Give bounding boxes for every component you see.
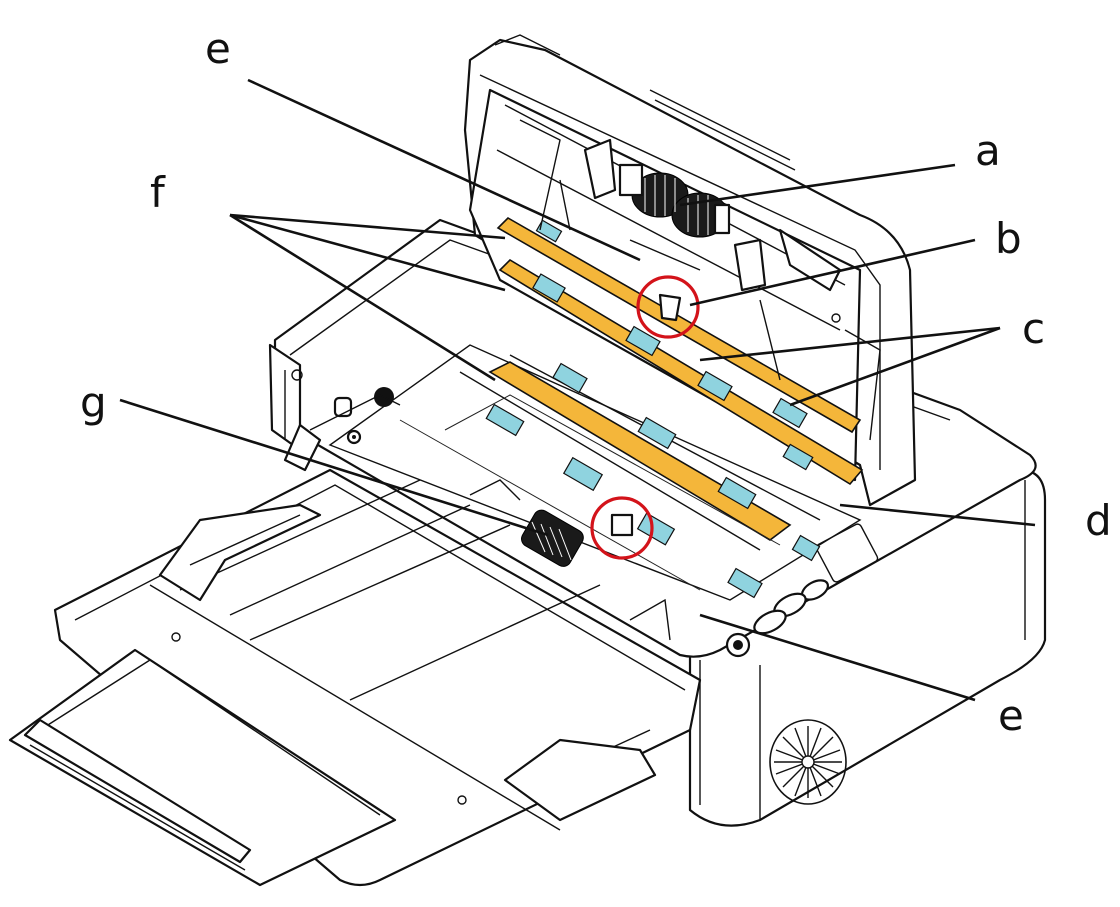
speaker-grille xyxy=(769,719,847,805)
callout-label-b: b xyxy=(995,214,1022,263)
callout-label-d: d xyxy=(1085,496,1112,545)
leader-f-3 xyxy=(229,213,496,382)
control-panel xyxy=(725,523,879,658)
callout-label-a: a xyxy=(975,126,1001,175)
leader-g xyxy=(119,398,549,537)
lower-glass-strip xyxy=(488,361,792,541)
upper-sensor-pads xyxy=(532,219,814,471)
left-mechanism xyxy=(283,387,401,472)
upper-sensor-highlight xyxy=(636,275,700,339)
leader-c-2 xyxy=(789,326,1001,407)
leader-f-2 xyxy=(229,213,506,292)
leader-lines xyxy=(119,78,1036,702)
highlight-rings xyxy=(590,275,700,560)
leader-a xyxy=(679,163,956,207)
lower-glass-area xyxy=(328,344,862,641)
input-tray xyxy=(8,468,702,887)
leader-e-top xyxy=(247,78,641,262)
leader-e-bottom xyxy=(699,613,976,702)
callout-label-f: f xyxy=(150,168,165,217)
lower-sensor-highlight xyxy=(590,496,654,560)
leader-f-1 xyxy=(229,213,506,240)
leader-d xyxy=(839,503,1036,527)
adf-lid xyxy=(463,34,917,507)
upper-glass-strip-2 xyxy=(498,258,864,486)
leader-b xyxy=(689,238,976,307)
leader-c-1 xyxy=(699,326,1001,362)
callout-label-c: c xyxy=(1022,304,1046,353)
callout-label-g: g xyxy=(80,378,107,427)
callout-label-e-top: e xyxy=(205,24,231,73)
callout-label-e-bottom: e xyxy=(998,691,1024,740)
upper-glass-strip-1 xyxy=(496,217,862,434)
lower-sensor-pads xyxy=(485,362,821,599)
